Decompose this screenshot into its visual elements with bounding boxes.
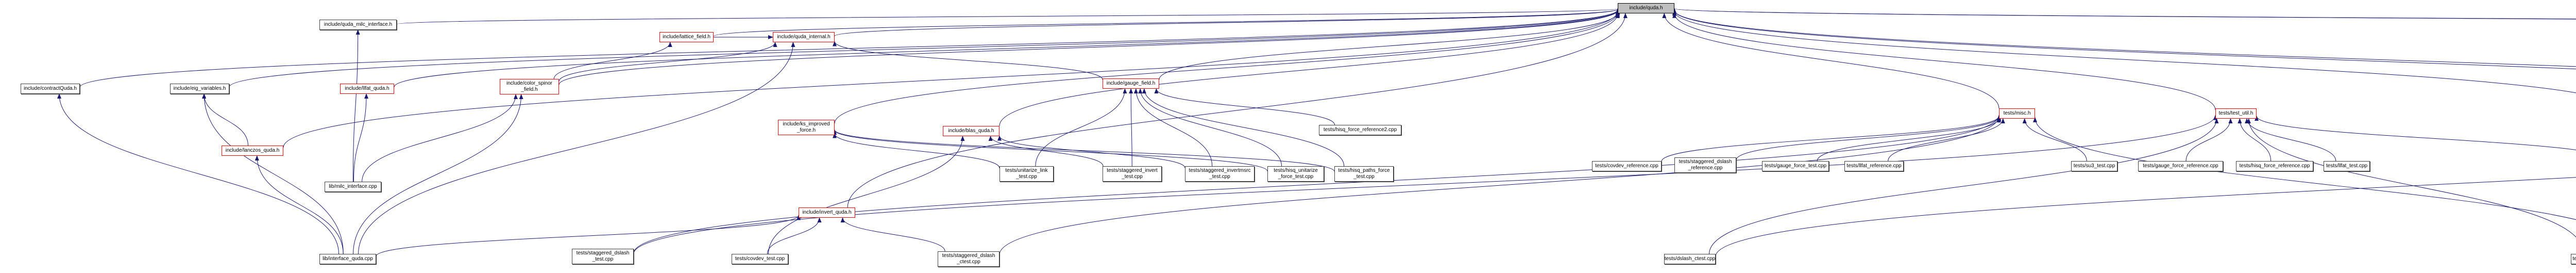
edge-interface_quda_cpp-to-quda_internal_h: [358, 42, 795, 254]
graph-node-eig-variables-h[interactable]: include/eig_variables.h: [170, 84, 229, 94]
graph-node-dslash-ctest-cpp[interactable]: tests/dslash_ctest.cpp: [1664, 254, 1716, 264]
graph-node-ks-improved-force-h[interactable]: include/ks_improved _force.h: [778, 120, 835, 135]
edge-interface_quda_cpp-to-eig_variables_h: [202, 93, 344, 254]
edge-dw_dslash_ref_h-to-quda_h: [1672, 10, 2576, 70]
edge-llfat_quda_h-to-quda_h: [394, 9, 1620, 87]
edge-qio_field_cpp-to-quda_h: [1673, 8, 2576, 20]
edge-milc_interface_cpp-to-color_spinor_field_h: [362, 94, 518, 182]
graph-node-staggered-dslash-test-cpp[interactable]: tests/staggered_dslash _test.cpp: [572, 249, 634, 264]
edge-test_util_h-to-quda_h: [1672, 12, 2216, 110]
edge-hisq_force_reference_cpp-to-test_util_h: [2238, 118, 2272, 162]
edge-misc_h-to-quda_h: [1662, 13, 1999, 109]
graph-node-quda-internal-h[interactable]: include/quda_internal.h: [773, 32, 835, 42]
edge-su3_test_cpp-to-misc_h: [2022, 118, 2087, 162]
edge-hisq_unitarize_force_test_cpp-to-gauge_field_h: [1138, 88, 1282, 167]
graph-node-gauge-field-h[interactable]: include/gauge_field.h: [1103, 78, 1159, 89]
graph-node-blas-quda-h[interactable]: include/blas_quda.h: [943, 126, 999, 136]
edge-gauge_field_h-to-quda_internal_h: [833, 41, 1103, 80]
graph-node-milc-interface-cpp[interactable]: lib/milc_interface.cpp: [325, 182, 381, 192]
graph-node-quda-h: include/quda.h: [1618, 3, 1674, 13]
edge-llfat_reference_cpp-to-misc_h: [1888, 118, 2005, 162]
graph-node-su3-test-cpp[interactable]: tests/su3_test.cpp: [2071, 161, 2117, 171]
edge-misc_cpp-to-misc_h: [2033, 117, 2576, 220]
edge-lanczos_quda_h-to-quda_h: [283, 10, 1620, 148]
edge-staggered_invert_test_cpp-to-blas_quda_h: [988, 136, 1104, 167]
edge-staggered_invertmsrc_test_cpp-to-blas_quda_h: [997, 135, 1185, 168]
graph-node-lanczos-quda-h[interactable]: include/lanczos_quda.h: [222, 146, 283, 156]
edge-hisq_paths_force_test_cpp-to-gauge_field_h: [1142, 88, 1345, 167]
edge-color_spinor_field_h-to-quda_h: [558, 9, 1620, 85]
graph-node-contractQuda-h[interactable]: include/contractQuda.h: [21, 84, 80, 94]
edge-interface_quda_cpp-to-invert_quda_h: [376, 215, 801, 256]
edge-covdev_reference_cpp-to-misc_h: [1661, 115, 2001, 162]
edge-unitarize_link_test_cpp-to-gauge_field_h: [1035, 88, 1127, 167]
edge-staggered_dslash_ctest_cpp-to-invert_quda_h: [840, 217, 945, 252]
edge-hisq_unitarize_force_test_cpp-to-ks_improved_force_h: [833, 130, 1268, 171]
graph-node-dslash-test-cpp[interactable]: tests/dslash_test.cpp: [2571, 254, 2576, 264]
edge-blas_quda_h-to-quda_h: [999, 12, 1620, 126]
edge-llfat_test_cpp-to-test_util_h: [2245, 118, 2336, 162]
edge-ks_improved_force_h-to-quda_h: [834, 11, 1620, 124]
graph-node-unitarize-link-test-cpp[interactable]: tests/unitarize_link _test.cpp: [999, 166, 1054, 182]
graph-node-hisq-paths-force-test-cpp[interactable]: tests/hisq_paths_force _test.cpp: [1334, 166, 1394, 182]
graph-node-interface-quda-cpp[interactable]: lib/interface_quda.cpp: [319, 254, 376, 264]
edge-staggered_dslash_test_cpp-to-misc_h: [633, 115, 2001, 253]
graph-node-covdev-test-cpp[interactable]: tests/covdev_test.cpp: [732, 254, 788, 264]
edge-color_spinor_field_h-to-quda_internal_h: [558, 42, 777, 82]
graph-node-covdev-reference-cpp[interactable]: tests/covdev_reference.cpp: [1592, 161, 1662, 171]
edge-dslash_ctest_cpp-to-wilson_dslash_ref_h: [1715, 177, 2576, 256]
graph-node-lattice-field-h[interactable]: include/lattice_field.h: [659, 32, 714, 42]
edge-dw_dslash_reference_cpp-to-test_util_h: [2255, 116, 2576, 151]
graph-node-invert-quda-h[interactable]: include/invert_quda.h: [799, 207, 855, 218]
edge-lanczos_quda_h-to-eig_variables_h: [202, 93, 248, 146]
edge-milc_interface_cpp-to-llfat_quda_h: [353, 93, 369, 182]
edge-gauge_force_reference_cpp-to-test_util_h: [2185, 118, 2233, 162]
graph-node-staggered-dslash-reference-cpp[interactable]: tests/staggered_dslash _reference.cpp: [1674, 157, 1736, 173]
graph-node-hisq-force-reference2-cpp[interactable]: tests/hisq_force_reference2.cpp: [1319, 125, 1401, 135]
graph-node-staggered-invertmsrc-test-cpp[interactable]: tests/staggered_invertmsrc _test.cpp: [1185, 166, 1255, 182]
graph-node-llfat-reference-cpp[interactable]: tests/llfat_reference.cpp: [1844, 161, 1904, 171]
edge-milc_interface_cpp-to-quda_milc_interface_h: [352, 29, 360, 182]
edge-staggered_dslash_test_cpp-to-test_util_h: [633, 115, 2217, 254]
edge-staggered_invertmsrc_test_cpp-to-gauge_field_h: [1133, 88, 1213, 167]
graph-node-color-spinor-field-h[interactable]: include/color_spinor _field.h: [500, 79, 559, 94]
graph-node-quda-milc-interface-h[interactable]: include/quda_milc_interface.h: [319, 20, 397, 30]
graph-node-test-util-h[interactable]: tests/test_util.h: [2215, 108, 2257, 119]
graph-node-llfat-quda-h[interactable]: include/llfat_quda.h: [340, 84, 394, 94]
edge-dslash_ctest_cpp-to-test_util_h: [1709, 118, 2219, 254]
edge-dslash_test_cpp-to-test_util_h: [2246, 118, 2576, 238]
graph-node-gauge-force-reference-cpp[interactable]: tests/gauge_force_reference.cpp: [2138, 161, 2223, 171]
edge-lattice_field_h-to-quda_h: [713, 8, 1620, 37]
graph-node-hisq-unitarize-force-test-cpp[interactable]: tests/hisq_unitarize _force_test.cpp: [1267, 166, 1324, 182]
graph-node-staggered-dslash-ctest-cpp[interactable]: tests/staggered_dslash _ctest.cpp: [938, 251, 999, 267]
edge-staggered_dslash_reference_cpp-to-misc_h: [1736, 116, 2001, 160]
edge-interface_quda_cpp-to-color_spinor_field_h: [353, 94, 523, 254]
edge-tune_cpp-to-quda_h: [1673, 8, 2576, 20]
edge-interface_quda_cpp-to-lanczos_quda_h: [255, 155, 344, 254]
edge-quda_milc_interface_h-to-quda_h: [396, 8, 1619, 25]
edge-gauge_force_test_cpp-to-misc_h: [1817, 117, 2001, 162]
edge-wilson_dslash_ref_h-to-quda_h: [1672, 9, 2576, 67]
graph-node-misc-h[interactable]: tests/misc.h: [1999, 108, 2035, 119]
edge-invert_quda_h-to-quda_h: [847, 13, 1628, 208]
edge-quda_internal_h-to-quda_h: [834, 8, 1620, 37]
edge-staggered_invert_test_cpp-to-gauge_field_h: [1129, 88, 1133, 167]
edge-pgauge_monte_h-to-quda_h: [1672, 10, 2576, 93]
edge-covdev_test_cpp-to-blas_quda_h: [768, 136, 965, 254]
edge-hisq_paths_force_test_cpp-to-ks_improved_force_h: [833, 129, 1335, 172]
graph-node-gauge-force-test-cpp[interactable]: tests/gauge_force_test.cpp: [1762, 161, 1829, 171]
graph-node-llfat-test-cpp[interactable]: tests/llfat_test.cpp: [2324, 161, 2370, 171]
edge-covdev_test_cpp-to-invert_quda_h: [767, 217, 822, 254]
edge-color_spinor_field_h-to-lattice_field_h: [553, 42, 672, 79]
edge-eig_variables_h-to-quda_h: [229, 9, 1620, 87]
edge-hisq_force_reference2_cpp-to-gauge_field_h: [1154, 88, 1335, 125]
edge-interface_quda_cpp-to-contractQuda_h: [57, 93, 339, 254]
graph-node-hisq-force-reference-cpp[interactable]: tests/hisq_force_reference.cpp: [2236, 161, 2313, 171]
edge-unitarize_link_test_cpp-to-ks_improved_force_h: [833, 133, 1000, 169]
graph-node-staggered-invert-test-cpp[interactable]: tests/staggered_invert _test.cpp: [1103, 166, 1162, 182]
edge-staggered_dslash_ctest_cpp-to-misc_h: [999, 115, 2001, 255]
